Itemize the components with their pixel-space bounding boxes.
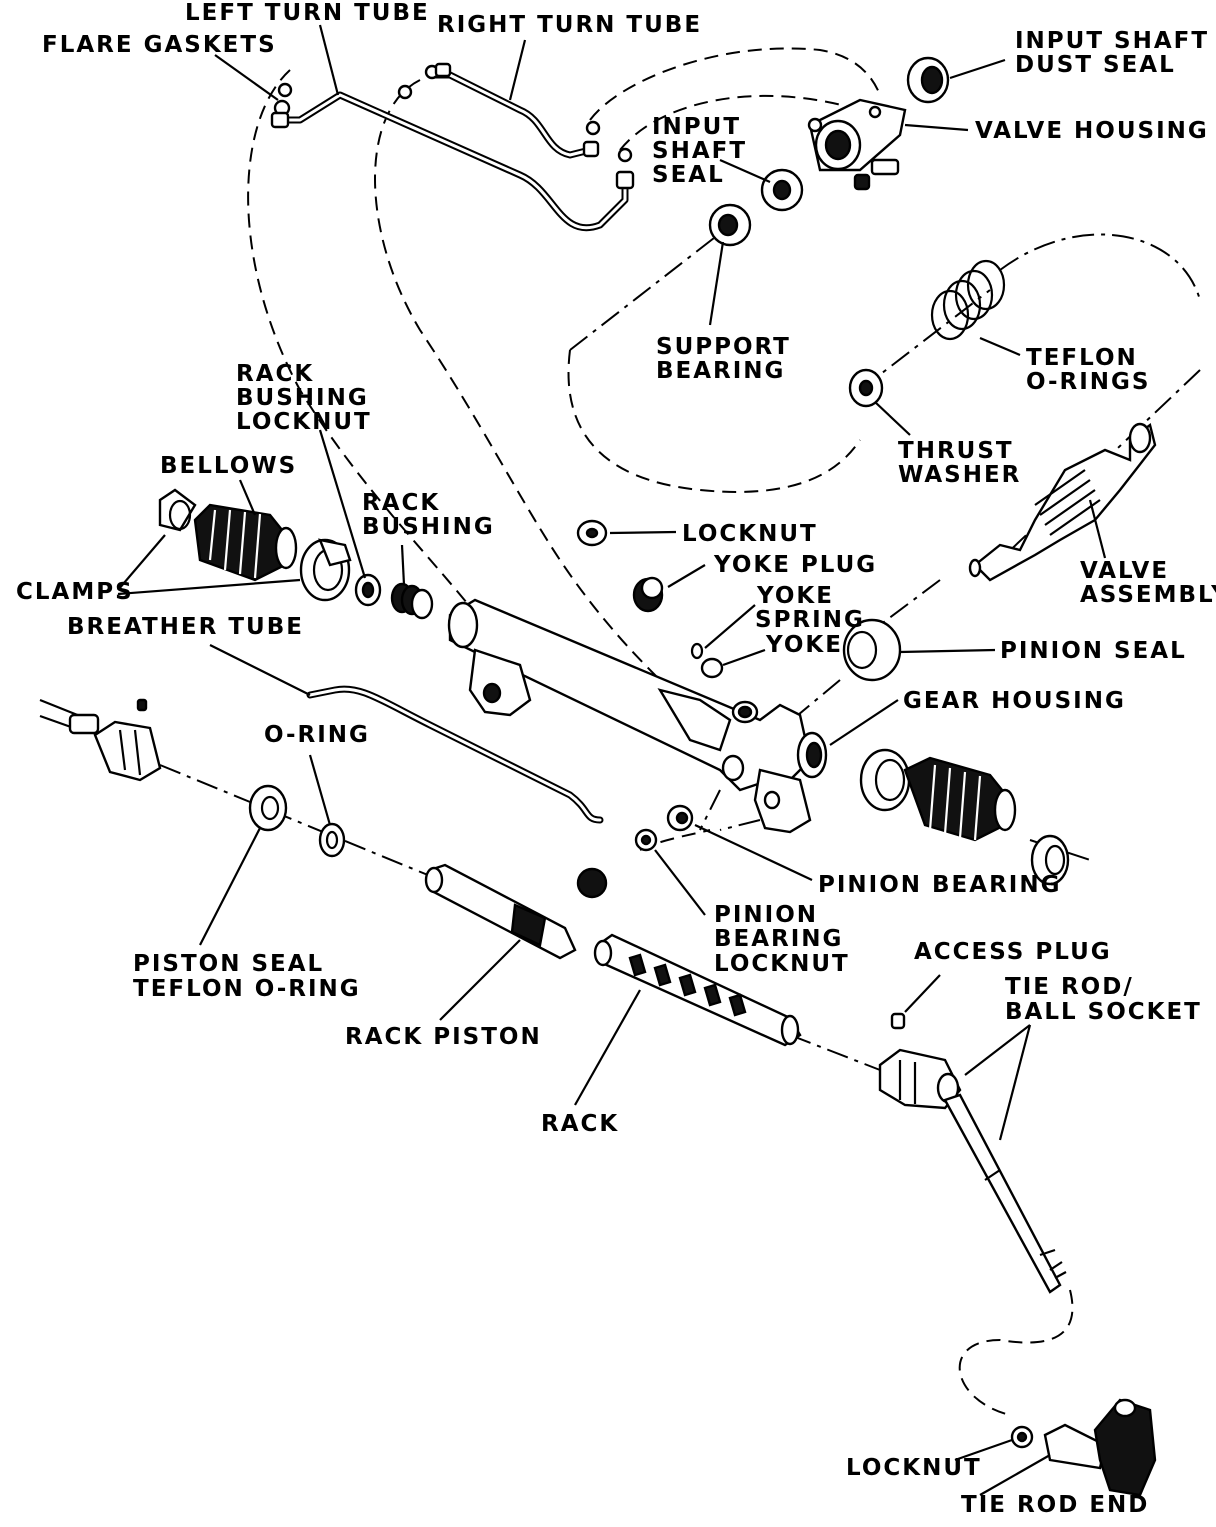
label-valve-assembly-2: ASSEMBLY (1080, 582, 1216, 608)
tie-rod-locknut (1010, 1425, 1034, 1449)
label-valve-assembly-1: VALVE (1080, 558, 1169, 584)
flare-gasket-fittings (270, 62, 635, 190)
label-rack-bushing-2: BUSHING (362, 514, 495, 540)
yoke-locknut (576, 519, 608, 547)
right-turn-tube (426, 71, 594, 159)
valve-housing (807, 98, 907, 191)
tie-rod-ball-socket (878, 1048, 1067, 1294)
label-piston-seal-2: TEFLON O-RING (133, 976, 361, 1002)
label-access-plug: ACCESS PLUG (914, 939, 1112, 965)
yoke-spring (690, 642, 704, 660)
label-right-turn-tube: RIGHT TURN TUBE (437, 12, 702, 38)
right-clamp-left-bellows (299, 538, 352, 602)
input-shaft-dust-seal (906, 56, 950, 104)
label-yoke-plug: YOKE PLUG (713, 552, 877, 578)
o-ring (318, 822, 346, 858)
label-support-bearing-2: BEARING (656, 358, 785, 384)
rack-bushing (390, 582, 434, 620)
label-rack-bushing-1: RACK (362, 490, 440, 516)
label-tie-rod-ball-socket-1: TIE ROD/ (1005, 974, 1134, 1000)
label-o-ring: O-RING (264, 722, 370, 748)
label-pinion-bearing: PINION BEARING (818, 872, 1061, 898)
label-pinion-bearing-locknut-3: LOCKNUT (714, 951, 850, 977)
label-clamps: CLAMPS (16, 579, 134, 605)
left-tie-rod-socket (39, 698, 162, 782)
pinion-bearing (666, 804, 694, 832)
label-bellows: BELLOWS (160, 453, 297, 479)
label-pinion-seal: PINION SEAL (1000, 638, 1187, 664)
label-yoke-spring-yoke-2: SPRING (755, 607, 865, 633)
label-breather-tube: BREATHER TUBE (67, 614, 304, 640)
piston-seal-teflon-o-ring (248, 784, 288, 832)
label-yoke-locknut: LOCKNUT (682, 521, 818, 547)
label-support-bearing-1: SUPPORT (656, 334, 791, 360)
label-teflon-o-rings-1: TEFLON (1026, 345, 1138, 371)
gear-housing (447, 598, 828, 834)
label-input-shaft-seal-3: SEAL (652, 162, 725, 188)
tie-rod-end (1043, 1398, 1157, 1497)
label-input-shaft-dust-seal-2: DUST SEAL (1015, 52, 1176, 78)
label-rack-bushing-locknut-3: LOCKNUT (236, 409, 372, 435)
label-tie-rod-end: TIE ROD END (961, 1492, 1149, 1518)
label-left-turn-tube: LEFT TURN TUBE (185, 0, 430, 26)
label-input-shaft-dust-seal-1: INPUT SHAFT (1015, 28, 1209, 54)
label-pinion-bearing-locknut-2: BEARING (714, 926, 843, 952)
teflon-o-rings (930, 259, 1006, 341)
label-input-shaft-seal-1: INPUT (652, 114, 741, 140)
label-thrust-washer-2: WASHER (898, 462, 1021, 488)
label-rack-bushing-locknut-1: RACK (236, 361, 314, 387)
label-rack-piston: RACK PISTON (345, 1024, 542, 1050)
left-clamp (158, 488, 197, 532)
label-rack-bushing-locknut-2: BUSHING (236, 385, 369, 411)
breather-tube (306, 685, 604, 824)
rack-bushing-locknut (354, 573, 382, 607)
yoke-plug (632, 576, 664, 613)
pinion-bearing-locknut (634, 828, 658, 852)
input-shaft-seal (760, 168, 804, 212)
left-turn-tube (276, 91, 629, 232)
label-pinion-bearing-locknut-1: PINION (714, 902, 818, 928)
valve-assembly (968, 422, 1157, 582)
support-bearing (708, 203, 752, 247)
label-gear-housing: GEAR HOUSING (903, 688, 1126, 714)
label-tie-rod-locknut: LOCKNUT (846, 1455, 982, 1481)
pinion-bearing-plug (576, 867, 608, 899)
pinion-seal (842, 618, 902, 682)
label-yoke-spring-yoke-3: YOKE (765, 632, 843, 658)
thrust-washer (848, 368, 884, 408)
access-plug (890, 1012, 906, 1030)
label-rack: RACK (541, 1111, 619, 1137)
label-teflon-o-rings-2: O-RINGS (1026, 369, 1151, 395)
right-bellows-clamp-outer (1030, 834, 1070, 886)
right-bellows (903, 756, 1017, 842)
callout-labels: LEFT TURN TUBE RIGHT TURN TUBE FLARE GAS… (16, 0, 1216, 1518)
label-thrust-washer-1: THRUST (898, 438, 1014, 464)
leader-lines (117, 24, 1107, 1496)
right-bellows-clamp-inner (859, 748, 911, 812)
rack (593, 933, 802, 1047)
label-flare-gaskets: FLARE GASKETS (42, 32, 277, 58)
label-yoke-spring-yoke-1: YOKE (756, 583, 834, 609)
label-input-shaft-seal-2: SHAFT (652, 138, 747, 164)
yoke (700, 657, 724, 679)
label-piston-seal-1: PISTON SEAL (133, 951, 324, 977)
rack-piston (424, 863, 577, 960)
label-tie-rod-ball-socket-2: BALL SOCKET (1005, 999, 1202, 1025)
left-bellows (193, 503, 298, 582)
label-valve-housing: VALVE HOUSING (975, 118, 1209, 144)
